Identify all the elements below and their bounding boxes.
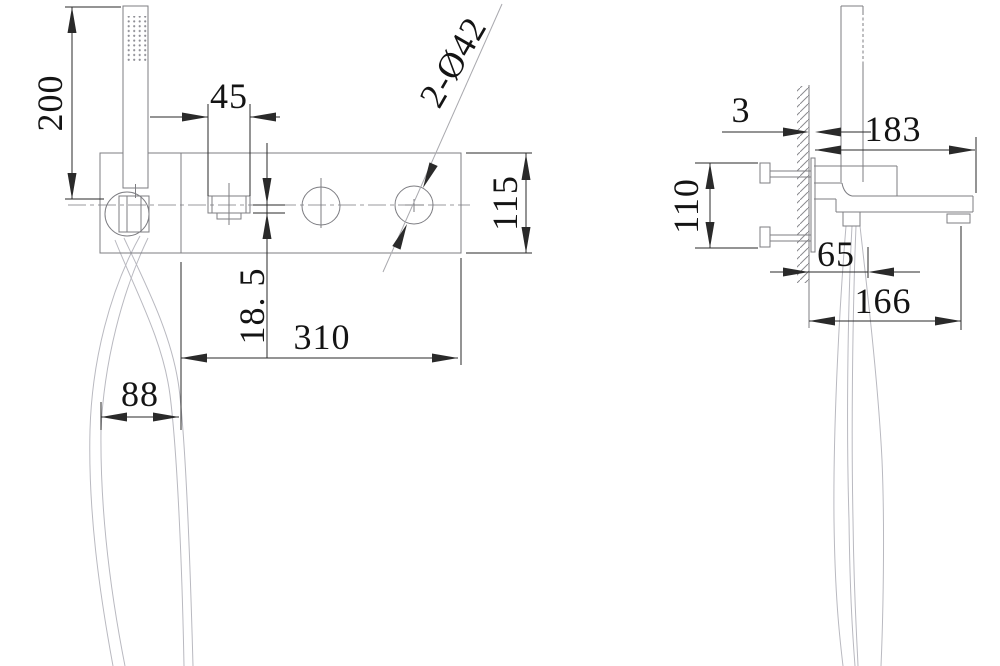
- front-view-fixture: [68, 5, 470, 254]
- dim-plate-height-label: 115: [485, 175, 525, 231]
- dim-body-height-label: 110: [666, 178, 706, 234]
- handshower-wand-side: [840, 5, 864, 182]
- dim-wall-plate-thickness-label: 3: [731, 90, 751, 130]
- dim-hose-offset-label: 65: [817, 234, 855, 274]
- left-knob-hole: [301, 178, 341, 228]
- hose-nut: [842, 211, 861, 227]
- dimension-arrows: [67, 7, 975, 422]
- trim-plate-side: [810, 157, 816, 253]
- dim-outlet-reach-label: 166: [854, 281, 912, 321]
- dim-handshower-height-label: 200: [30, 74, 70, 132]
- spray-face-dots: [125, 16, 147, 62]
- dim-spout-width-label: 45: [210, 76, 248, 116]
- side-view-fixture: [759, 5, 974, 328]
- front-view-hose: [89, 235, 194, 666]
- wall-hatch: [797, 86, 809, 283]
- mounting-plate: [99, 152, 462, 254]
- dim-plate-length-label: 310: [293, 317, 351, 357]
- in-wall-bracket: [759, 162, 811, 248]
- dim-holder-section-label: 88: [121, 374, 159, 414]
- aerator: [946, 213, 971, 224]
- side-view-hose: [833, 225, 885, 666]
- dim-spout-drop-label: 18. 5: [232, 267, 272, 345]
- dim-spout-reach-label: 183: [864, 109, 922, 149]
- tub-spout: [207, 183, 251, 225]
- spout-side: [814, 195, 974, 227]
